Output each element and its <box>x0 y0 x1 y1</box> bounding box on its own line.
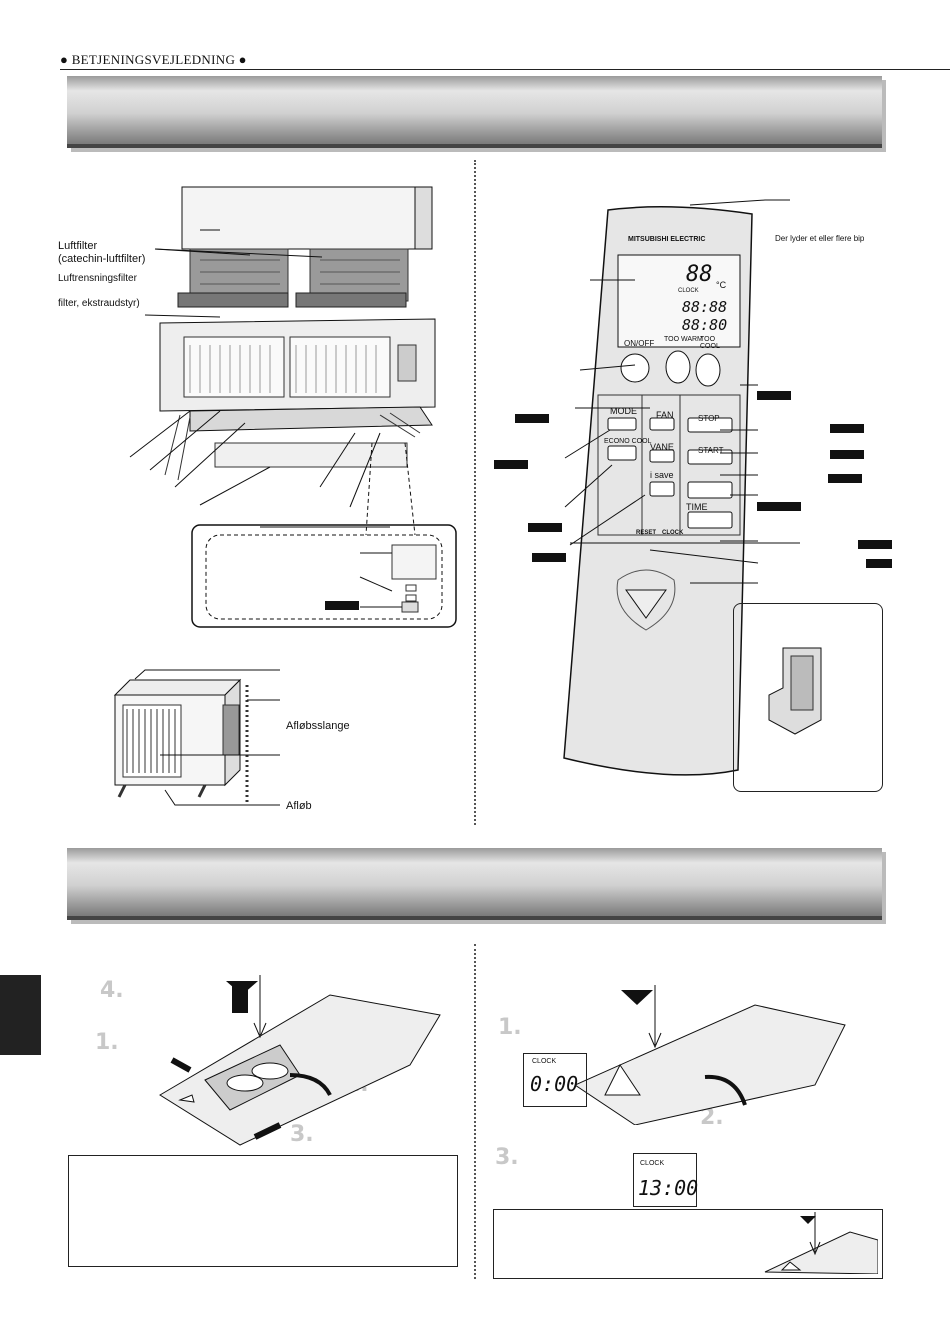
label-redaction <box>515 414 549 423</box>
label-redaction <box>757 391 791 400</box>
too-warm-button[interactable]: TOO WARM <box>664 336 703 343</box>
air-clean-filter-label: Luftrensningsfilter <box>58 273 137 284</box>
econo-cool-button[interactable]: ECONO COOL <box>604 438 652 445</box>
drain-label: Afløb <box>286 800 312 812</box>
step-number: 1. <box>95 1030 119 1055</box>
remote-brand: MITSUBISHI ELECTRIC <box>628 236 706 243</box>
clock-button[interactable]: CLOCK <box>662 530 684 536</box>
language-tab <box>0 975 41 1055</box>
label-redaction <box>830 424 864 433</box>
battery-note-box <box>68 1155 458 1267</box>
label-redaction <box>757 502 801 511</box>
column-divider-bottom <box>474 944 476 1279</box>
remote-display-unit: °C <box>716 280 727 290</box>
label-redaction <box>830 450 864 459</box>
label-redaction <box>325 601 359 610</box>
section-band-top <box>67 76 882 148</box>
label-redaction <box>828 474 862 483</box>
too-cool-button[interactable]: TOO COOL <box>700 336 720 350</box>
remote-holder-illustration <box>768 647 822 735</box>
on-off-button[interactable]: ON/OFF <box>624 339 655 348</box>
vane-button[interactable]: VANE <box>650 442 674 452</box>
remote-display-temp: 88 <box>686 262 713 287</box>
step-number: 1. <box>498 1015 522 1040</box>
remote-display-clock: CLOCK <box>678 288 699 294</box>
column-divider-top <box>474 160 476 825</box>
remote-display-time1: 88:88 <box>682 298 728 316</box>
header-rule <box>60 69 950 70</box>
clock-note-box <box>493 1209 883 1279</box>
air-filter-label: Luftfilter <box>58 240 98 252</box>
label-redaction <box>858 540 892 549</box>
reset-illustration <box>764 1212 878 1274</box>
reset-button[interactable]: RESET <box>636 530 657 536</box>
stop-button[interactable]: STOP <box>698 414 720 423</box>
indoor-unit-illustration <box>129 186 457 628</box>
label-redaction <box>866 559 892 568</box>
label-redaction <box>532 553 566 562</box>
air-clean-filter-sublabel: filter, ekstraudstyr) <box>58 298 140 309</box>
clock-time: 13:00 <box>638 1176 699 1200</box>
clock-display-1: CLOCK 0:00 <box>523 1053 587 1107</box>
mode-button[interactable]: MODE <box>610 406 637 416</box>
remote-leader-lines <box>564 199 800 584</box>
section-band-bottom <box>67 848 882 920</box>
battery-insert-illustration <box>159 975 441 1146</box>
step-number: 2. <box>700 1105 724 1130</box>
step-number: 3. <box>495 1145 519 1170</box>
clock-display-2: CLOCK 13:00 <box>633 1153 699 1207</box>
label-redaction <box>494 460 528 469</box>
start-button[interactable]: START <box>698 446 724 455</box>
step-number: 3. <box>290 1122 314 1147</box>
clock-label: CLOCK <box>640 1160 665 1167</box>
time-button[interactable]: TIME <box>686 502 708 512</box>
drain-hose-label: Afløbsslange <box>286 720 350 732</box>
label-redaction <box>528 523 562 532</box>
clock-set-illustration <box>575 985 846 1125</box>
remote-holder-box <box>733 603 883 792</box>
outdoor-unit-illustration <box>113 669 280 806</box>
step-number: 4. <box>100 978 124 1003</box>
air-filter-sublabel: (catechin-luftfilter) <box>58 253 146 265</box>
clock-label: CLOCK <box>532 1058 557 1065</box>
clock-time: 0:00 <box>530 1072 579 1096</box>
remote-display-time2: 88:80 <box>682 316 728 334</box>
beep-note: Der lyder et eller flere bip <box>775 234 865 243</box>
remote-controller <box>563 206 753 776</box>
fan-button[interactable]: FAN <box>656 410 674 420</box>
i-save-button[interactable]: i save <box>650 470 674 480</box>
page-header: ● BETJENINGSVEJLEDNING ● <box>60 52 247 67</box>
